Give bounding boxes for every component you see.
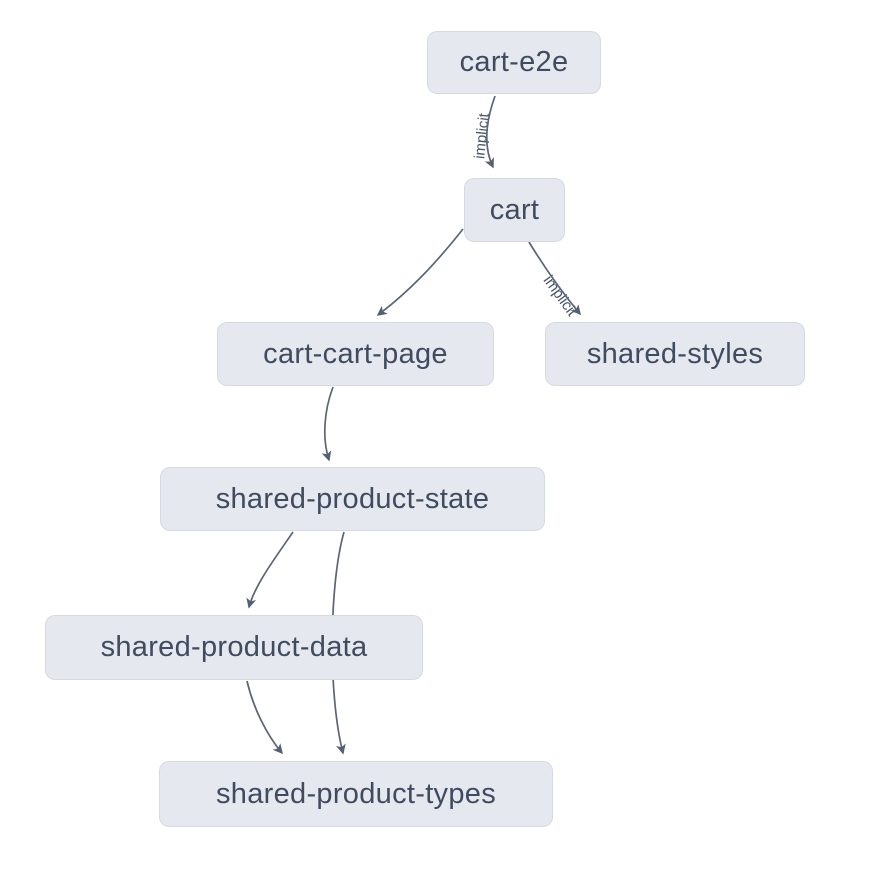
edge-cart-to-cart-cart-page: [376, 228, 464, 316]
edge-shared-product-data-to-shared-product-types: [246, 680, 283, 755]
node-cart[interactable]: cart: [464, 178, 565, 242]
node-shared-styles[interactable]: shared-styles: [545, 322, 805, 386]
node-shared-product-state-label: shared-product-state: [215, 482, 490, 515]
node-shared-product-types-label: shared-product-types: [215, 777, 497, 810]
node-shared-product-data[interactable]: shared-product-data: [45, 615, 423, 680]
node-cart-e2e[interactable]: cart-e2e: [427, 31, 601, 94]
node-shared-product-data-label: shared-product-data: [100, 631, 368, 663]
node-shared-product-state[interactable]: shared-product-state: [160, 467, 545, 531]
edge-label-implicit-cart-e2e-to-cart: implicit: [471, 112, 493, 160]
node-cart-cart-page[interactable]: cart-cart-page: [217, 322, 494, 386]
edge-cart-cart-page-to-shared-product-state: [321, 386, 334, 462]
node-cart-cart-page-label: cart-cart-page: [263, 337, 448, 370]
node-shared-styles-label: shared-styles: [586, 337, 764, 370]
edge-shared-product-state-to-shared-product-data: [246, 531, 294, 609]
node-shared-product-types[interactable]: shared-product-types: [159, 761, 553, 827]
node-cart-label: cart: [489, 193, 540, 226]
edge-label-implicit-cart-to-shared-styles: implicit: [539, 272, 581, 320]
node-cart-e2e-label: cart-e2e: [459, 46, 569, 78]
